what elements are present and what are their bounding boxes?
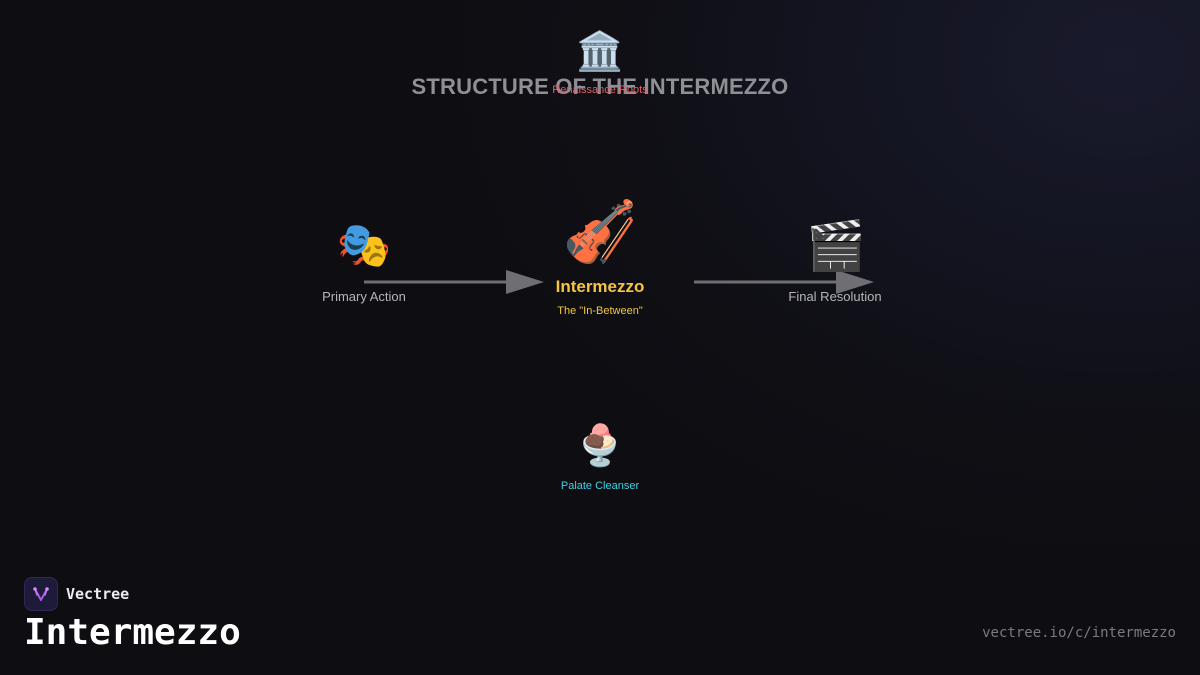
clapper-board-icon: 🎬 xyxy=(806,218,866,274)
arrow-left-to-center-head xyxy=(506,270,544,294)
intermezzo-node-title: Intermezzo xyxy=(555,277,645,296)
vectree-logo-icon xyxy=(24,577,58,611)
classical-building-icon: 🏛️ xyxy=(576,29,624,73)
renaissance-roots-label: Renaissance Roots xyxy=(552,84,648,96)
palate-cleanser-label: Palate Cleanser xyxy=(560,480,640,492)
brand-name: Vectree xyxy=(66,585,130,603)
vectree-logo-glyph xyxy=(33,587,49,601)
performing-arts-icon: 🎭 xyxy=(336,220,392,271)
intermezzo-node-subtitle: The "In-Between" xyxy=(557,305,643,317)
arrow-center-to-right-head xyxy=(836,270,874,294)
final-resolution-label: Final Resolution xyxy=(788,289,882,304)
diagram-title: STRUCTURE OF THE INTERMEZZO xyxy=(411,74,789,99)
source-url-link[interactable]: vectree.io/c/intermezzo xyxy=(982,625,1176,641)
violin-icon: 🎻 xyxy=(562,197,638,267)
ice-cream-icon: 🍨 xyxy=(575,423,625,469)
page-title: Intermezzo xyxy=(24,612,241,653)
primary-action-label: Primary Action xyxy=(322,289,406,304)
